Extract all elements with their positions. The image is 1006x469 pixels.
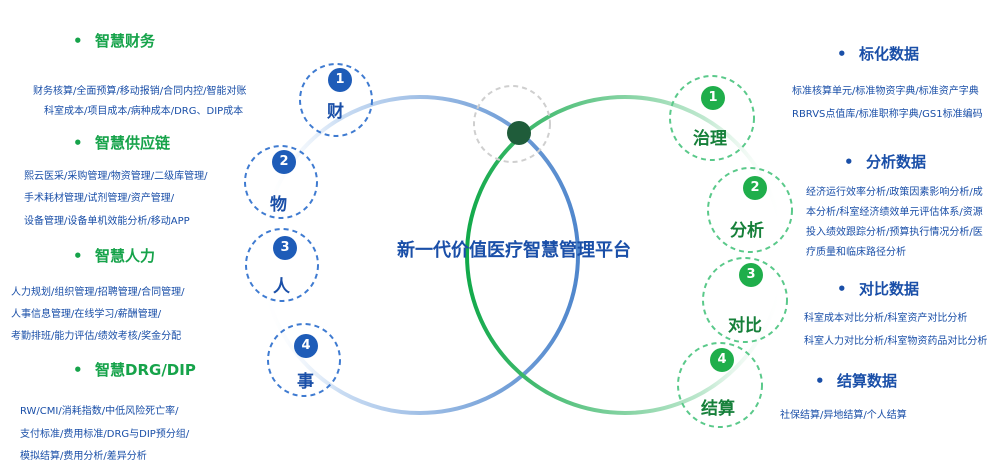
right-section-1-line-2: RBRVS点值库/标准职称字典/GS1标准编码 — [792, 109, 983, 120]
right-section-3-line-1: 科室成本对比分析/科室资产对比分析 — [804, 313, 968, 324]
right-section-2-line-3: 投入绩效跟踪分析/预算执行情况分析/医 — [806, 227, 983, 238]
right-section-4-line-1: 社保结算/异地结算/个人结算 — [780, 410, 907, 421]
right-node-1-number: 1 — [701, 86, 725, 110]
left-node-1-label: 财 — [327, 102, 344, 122]
left-section-3-line-2: 人事信息管理/在线学习/薪酬管理/ — [11, 309, 162, 320]
left-section-2-line-1: 熙云医采/采购管理/物资管理/二级库管理/ — [24, 171, 208, 182]
left-section-3-heading: •智慧人力 — [73, 247, 156, 265]
right-section-1-heading: •标化数据 — [837, 45, 920, 63]
right-section-4-heading: •结算数据 — [815, 372, 898, 390]
left-section-1-line-2: 科室成本/项目成本/病种成本/DRG、DIP成本 — [44, 106, 244, 117]
right-node-1-label: 治理 — [693, 129, 727, 149]
right-section-2-line-2: 本分析/科室经济绩效单元评估体系/资源 — [806, 207, 983, 218]
right-node-2-label: 分析 — [730, 221, 764, 241]
right-node-2-number: 2 — [743, 176, 767, 200]
left-section-3-line-1: 人力规划/组织管理/招聘管理/合同管理/ — [11, 287, 185, 298]
left-node-1-number: 1 — [328, 68, 352, 92]
left-section-1-line-1: 财务核算/全面预算/移动报销/合同内控/智能对账 — [33, 86, 247, 97]
left-node-2-number: 2 — [272, 150, 296, 174]
left-section-4-line-2: 支付标准/费用标准/DRG与DIP预分组/ — [20, 429, 190, 440]
left-node-4-label: 事 — [297, 372, 314, 392]
left-section-3-line-3: 考勤排班/能力评估/绩效考核/奖金分配 — [11, 331, 182, 342]
left-section-4-heading: •智慧DRG/DIP — [73, 361, 196, 379]
right-section-3-heading: •对比数据 — [837, 280, 920, 298]
right-node-3-label: 对比 — [728, 316, 762, 336]
left-section-2-heading: •智慧供应链 — [73, 134, 171, 152]
left-node-4-number: 4 — [294, 334, 318, 358]
left-section-1-heading: •智慧财务 — [73, 32, 156, 50]
left-node-3-label: 人 — [273, 277, 290, 297]
left-node-2-label: 物 — [270, 195, 287, 215]
left-node-3-number: 3 — [273, 236, 297, 260]
right-node-4-label: 结算 — [701, 399, 735, 419]
right-section-2-line-4: 疗质量和临床路径分析 — [806, 247, 906, 258]
left-section-4-line-1: RW/CMI/消耗指数/中低风险死亡率/ — [20, 406, 179, 417]
right-section-1-line-1: 标准核算单元/标准物资字典/标准资产字典 — [792, 86, 979, 97]
right-node-4-number: 4 — [710, 348, 734, 372]
right-section-2-line-1: 经济运行效率分析/政策因素影响分析/成 — [806, 187, 983, 198]
right-section-2-heading: •分析数据 — [844, 153, 927, 171]
top-dashed-circle — [473, 85, 551, 163]
right-node-3-number: 3 — [739, 263, 763, 287]
left-section-4-line-3: 模拟结算/费用分析/差异分析 — [20, 451, 147, 462]
left-section-2-line-3: 设备管理/设备单机效能分析/移动APP — [24, 216, 190, 227]
intersection-dot — [507, 121, 531, 145]
left-section-2-line-2: 手术耗材管理/试剂管理/资产管理/ — [24, 193, 175, 204]
right-section-3-line-2: 科室人力对比分析/科室物资药品对比分析 — [804, 336, 988, 347]
center-title: 新一代价值医疗智慧管理平台 — [397, 240, 631, 261]
